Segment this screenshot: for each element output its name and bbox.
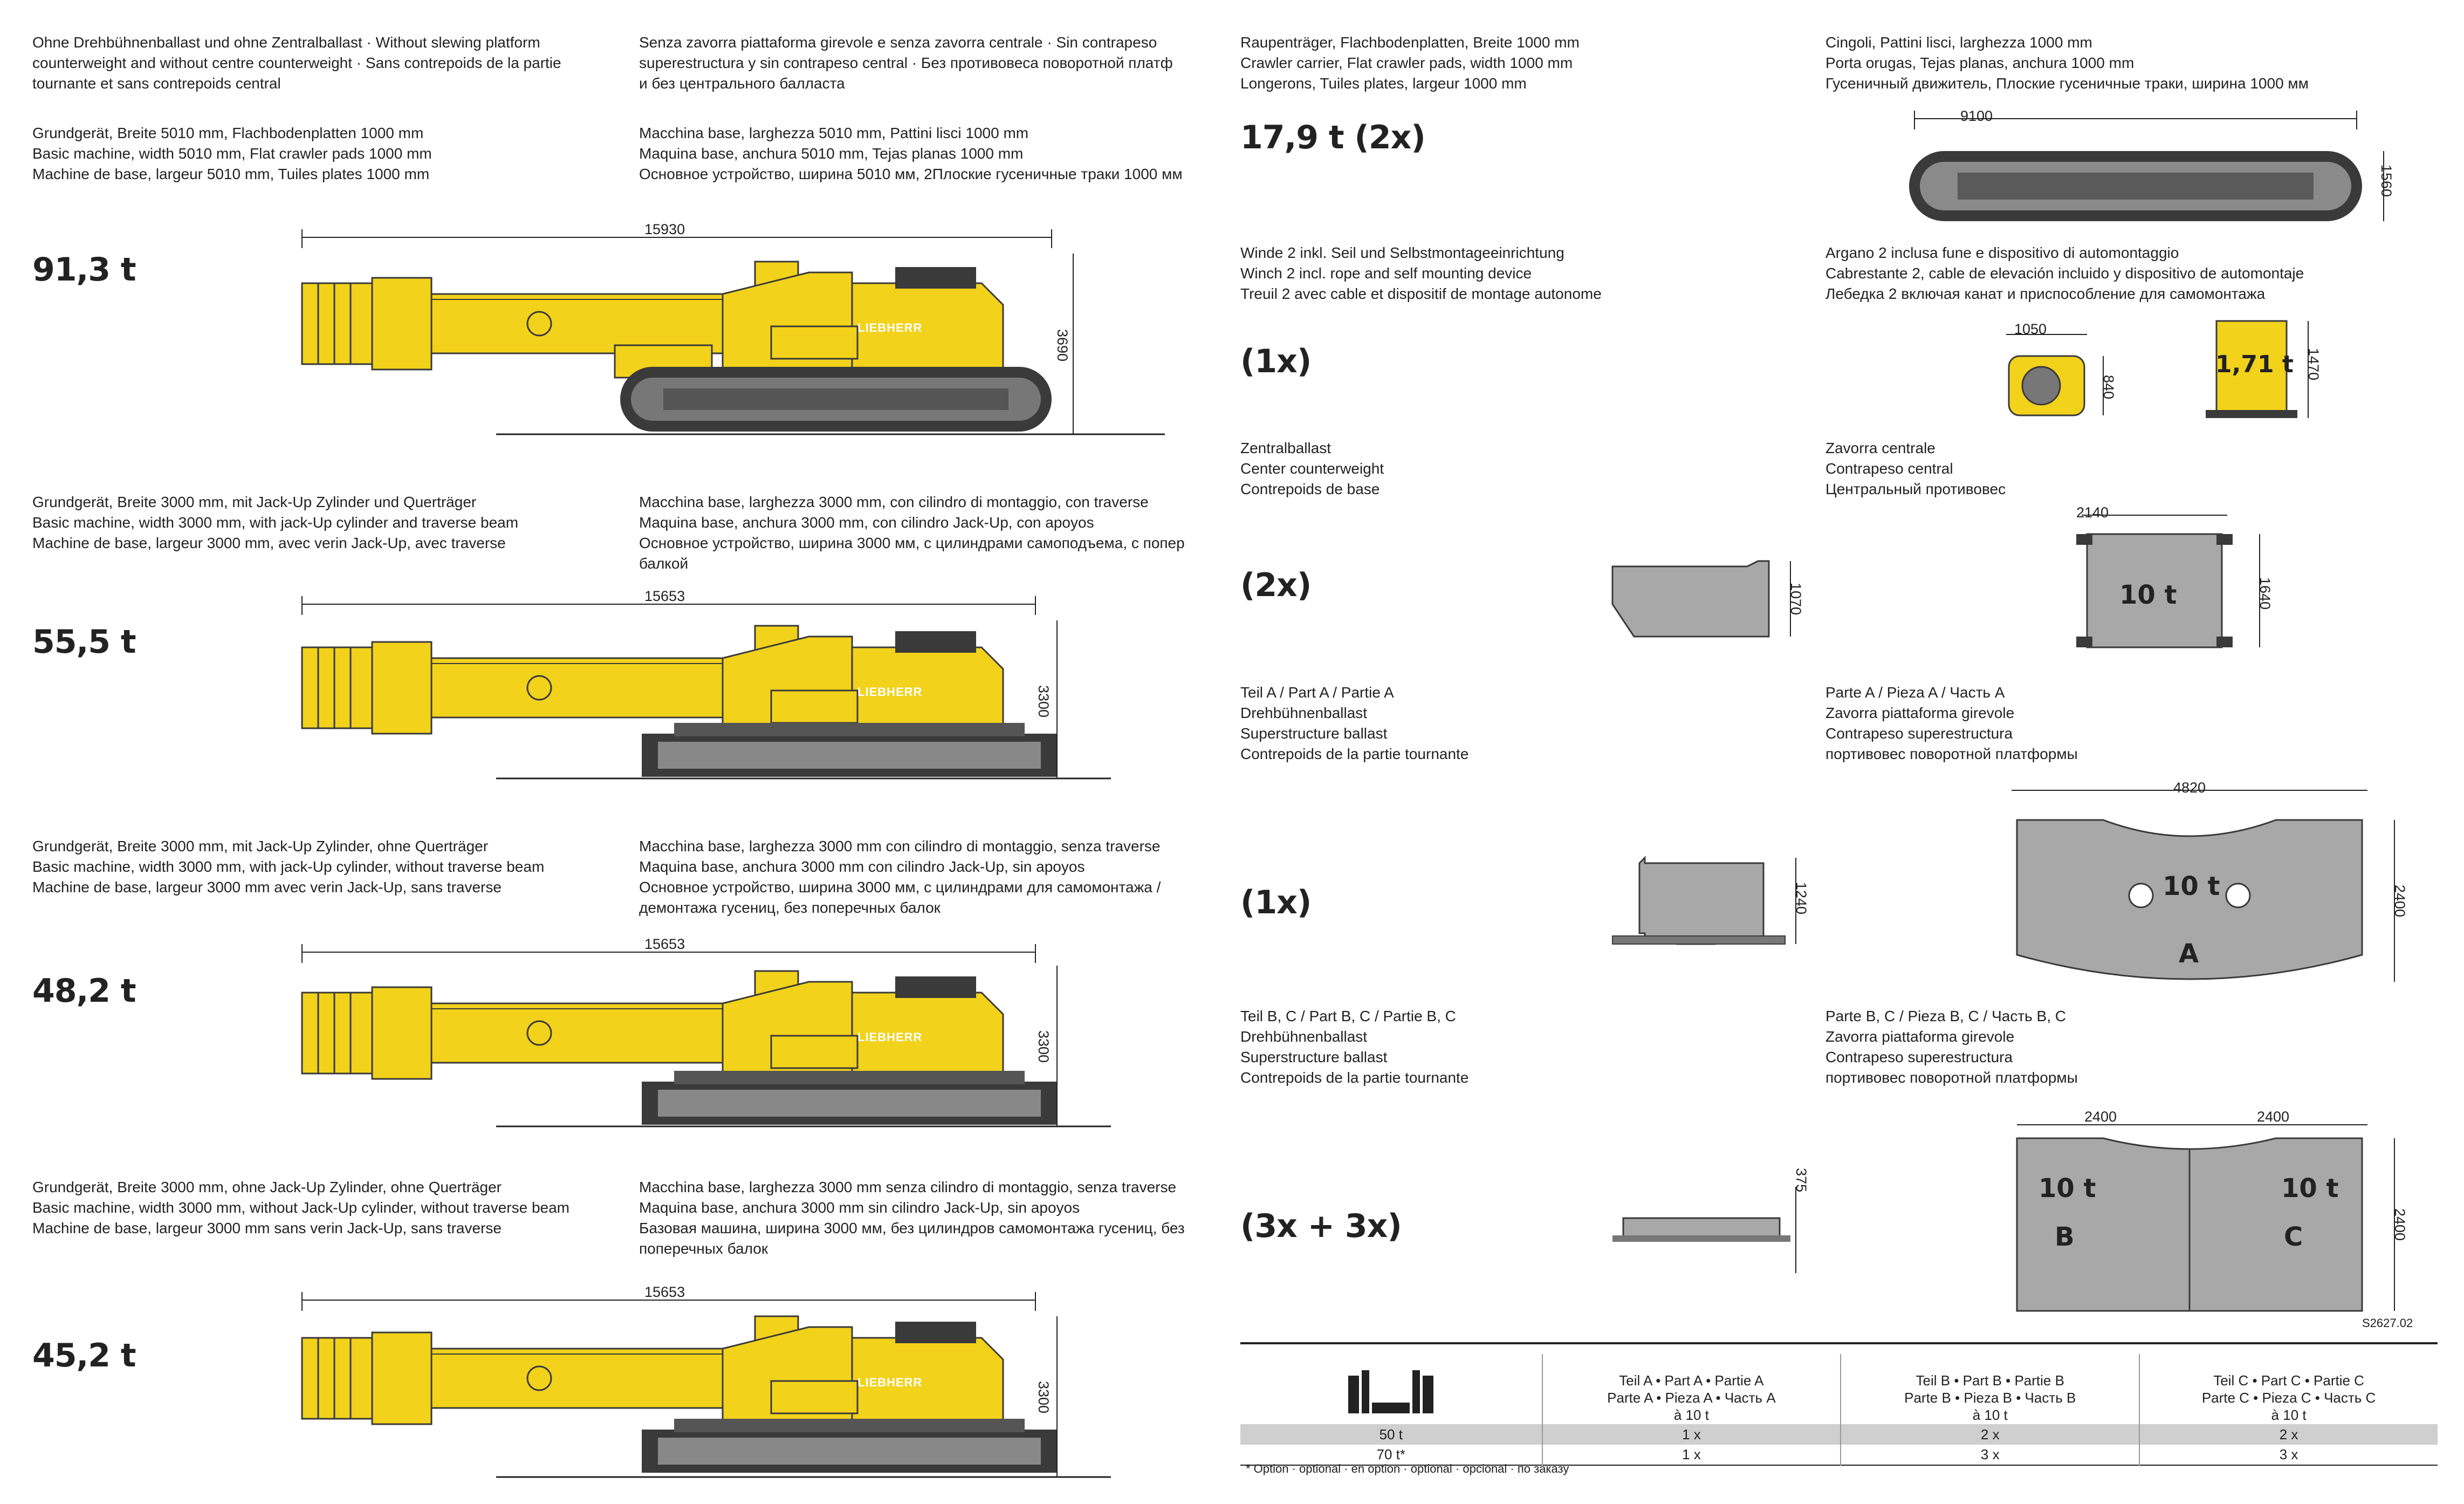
winch-drawing: [2006, 320, 2309, 418]
crane-4: [301, 1292, 1111, 1478]
table-row: 70 t* 1 x 3 x 3 x: [1240, 1445, 2438, 1465]
crane3-length: 15653: [644, 936, 685, 952]
central-side-height: 1070: [1788, 583, 1804, 616]
sec2-weight: 55,5 t: [32, 623, 136, 661]
crane-1: [301, 229, 1165, 435]
central-weight: 10 t: [2119, 580, 2177, 610]
partBC-top-drawing: [2016, 1124, 2395, 1312]
central-ballast-side-drawing: [1611, 560, 1791, 638]
crane2-length: 15653: [644, 588, 685, 604]
partA-side-height: 1240: [1793, 882, 1809, 915]
table-footnote: * Option · optional · en option · option…: [1246, 1462, 1569, 1475]
sec1-text-de: Ohne Drehbühnenballast und ohne Zentralb…: [32, 34, 561, 92]
crane1-length: 15930: [644, 221, 685, 237]
central-ballast-top-drawing: [2076, 515, 2260, 648]
partBC-side-drawing: [1612, 1187, 1796, 1273]
sec4-text-de: Grundgerät, Breite 3000 mm, ohne Jack-Up…: [32, 1179, 569, 1236]
partA-top-drawing: [2012, 790, 2395, 982]
central-qty: (2x): [1240, 566, 1312, 604]
partBC-width-2: 2400: [2257, 1109, 2290, 1125]
partC-letter: C: [2284, 1222, 2303, 1252]
winch-text-de: Winde 2 inkl. Seil und Selbstmontageeinr…: [1240, 244, 1602, 302]
crane-3: [301, 944, 1111, 1127]
sec2-text-de: Grundgerät, Breite 3000 mm, mit Jack-Up …: [32, 494, 519, 551]
crane2-brand: LIEBHERR: [857, 685, 923, 699]
partB-weight: 10 t: [2039, 1173, 2096, 1204]
crane2-height: 3300: [1035, 685, 1052, 718]
crane1-height: 3690: [1054, 329, 1070, 362]
partB-letter: B: [2055, 1222, 2075, 1252]
sec1-weight: 91,3 t: [32, 251, 136, 289]
partBC-width-1: 2400: [2084, 1109, 2117, 1125]
sec3-text-it: Macchina base, larghezza 3000 mm con cil…: [639, 838, 1161, 916]
winch-height-1: 840: [2101, 375, 2117, 400]
crawler-track-drawing: [1909, 111, 2384, 221]
crane4-height: 3300: [1035, 1381, 1052, 1414]
sec2-text-it: Macchina base, larghezza 3000 mm, con ci…: [639, 494, 1185, 572]
crawler-qty: 17,9 t (2x): [1240, 119, 1426, 156]
sec4-text-it: Macchina base, larghezza 3000 mm senza c…: [639, 1179, 1185, 1257]
crane-drawings: [301, 229, 1165, 1478]
partA-side-drawing: [1612, 856, 1796, 945]
sec1-text-de2: Grundgerät, Breite 5010 mm, Flachbodenpl…: [32, 125, 432, 182]
partBC-side-height: 375: [1793, 1168, 1809, 1193]
partA-letter: A: [2179, 939, 2199, 969]
crane1-brand: LIEBHERR: [857, 321, 923, 334]
component-drawings: [1240, 111, 2438, 1413]
winch-text-it: Argano 2 inclusa fune e dispositivo di a…: [1825, 244, 2304, 302]
sec1-text-it: Senza zavorra piattaforma girevole e sen…: [639, 34, 1173, 92]
sec3-weight: 48,2 t: [32, 972, 136, 1010]
winch-height-2: 1470: [2305, 348, 2322, 381]
crawler-height: 1560: [2378, 165, 2394, 197]
crawler-text-de: Raupenträger, Flachbodenplatten, Breite …: [1240, 34, 1580, 92]
document-reference: S2627.02: [2362, 1316, 2413, 1330]
crane3-height: 3300: [1035, 1030, 1052, 1063]
partA-width: 4820: [2173, 780, 2206, 796]
crane4-brand: LIEBHERR: [857, 1376, 923, 1389]
partBC-height: 2400: [2392, 1208, 2408, 1241]
crawler-text-it: Cingoli, Pattini lisci, larghezza 1000 m…: [1825, 34, 2309, 92]
table-row: 50 t 1 x 2 x 2 x: [1240, 1424, 2438, 1445]
crane-2: [301, 596, 1111, 780]
central-height: 1640: [2257, 577, 2273, 610]
partBC-qty: (3x + 3x): [1240, 1207, 1402, 1245]
crane3-brand: LIEBHERR: [857, 1030, 923, 1044]
winch-qty: (1x): [1240, 343, 1312, 380]
sec1-text-it2: Macchina base, larghezza 5010 mm, Pattin…: [639, 125, 1183, 182]
partC-weight: 10 t: [2281, 1173, 2339, 1204]
sec4-weight: 45,2 t: [32, 1337, 136, 1375]
crane4-length: 15653: [644, 1284, 685, 1300]
partA-qty: (1x): [1240, 884, 1312, 921]
central-width: 2140: [2076, 504, 2109, 521]
sec3-text-de: Grundgerät, Breite 3000 mm, mit Jack-Up …: [32, 838, 545, 895]
crawler-length: 9100: [1960, 108, 1993, 124]
winch-weight: 1,71 t: [2215, 351, 2294, 378]
winch-width: 1050: [2014, 321, 2047, 337]
partA-height: 2400: [2392, 885, 2408, 918]
partA-weight: 10 t: [2163, 871, 2220, 901]
